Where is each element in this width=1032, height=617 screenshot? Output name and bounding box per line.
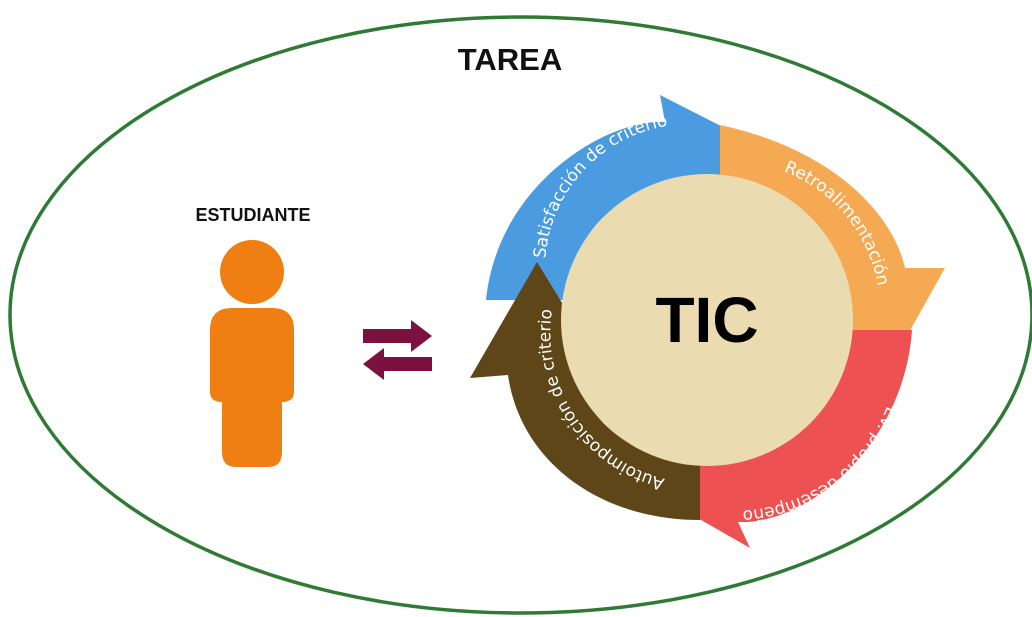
cycle-arrow-autoimposicion xyxy=(470,262,700,520)
arrow-right-shape xyxy=(363,320,432,352)
student-label: ESTUDIANTE xyxy=(195,205,310,225)
task-title: TAREA xyxy=(458,42,562,77)
arrow-left-shape xyxy=(363,348,432,380)
task-ellipse xyxy=(8,15,1032,615)
person-head xyxy=(220,240,284,304)
bidirectional-arrows-icon xyxy=(363,320,432,380)
tic-center-label: TIC xyxy=(655,284,758,356)
person-body xyxy=(210,308,294,467)
tic-center-circle xyxy=(561,174,853,466)
person-icon xyxy=(210,240,294,467)
